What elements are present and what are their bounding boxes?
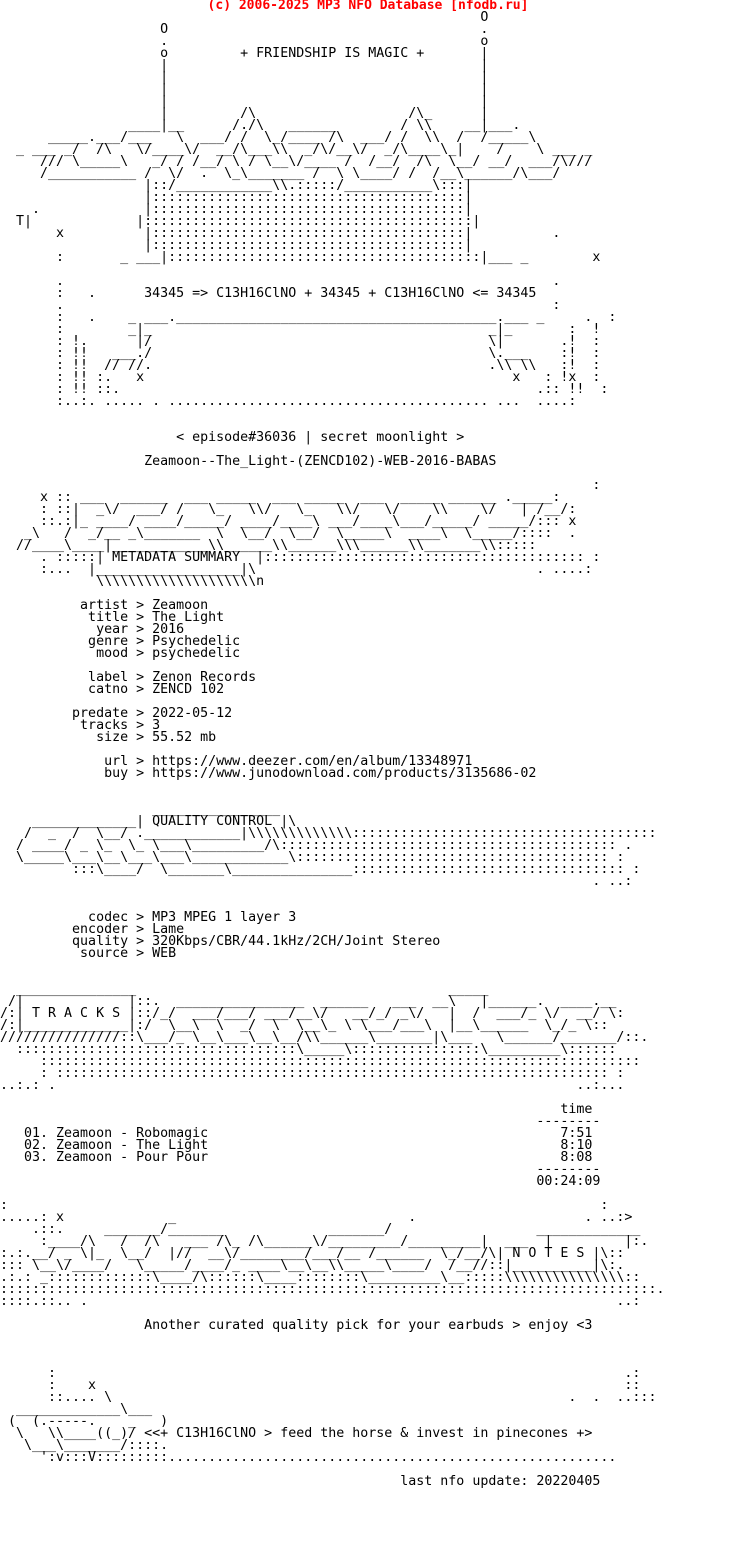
nfodb-copyright-link[interactable]: (c) 2006-2025 MP3 NFO Database [nfodb.ru… bbox=[207, 0, 529, 13]
nfo-ascii-content: O O . . o o + FRIENDSHIP IS MAGIC + | bbox=[0, 10, 665, 1489]
